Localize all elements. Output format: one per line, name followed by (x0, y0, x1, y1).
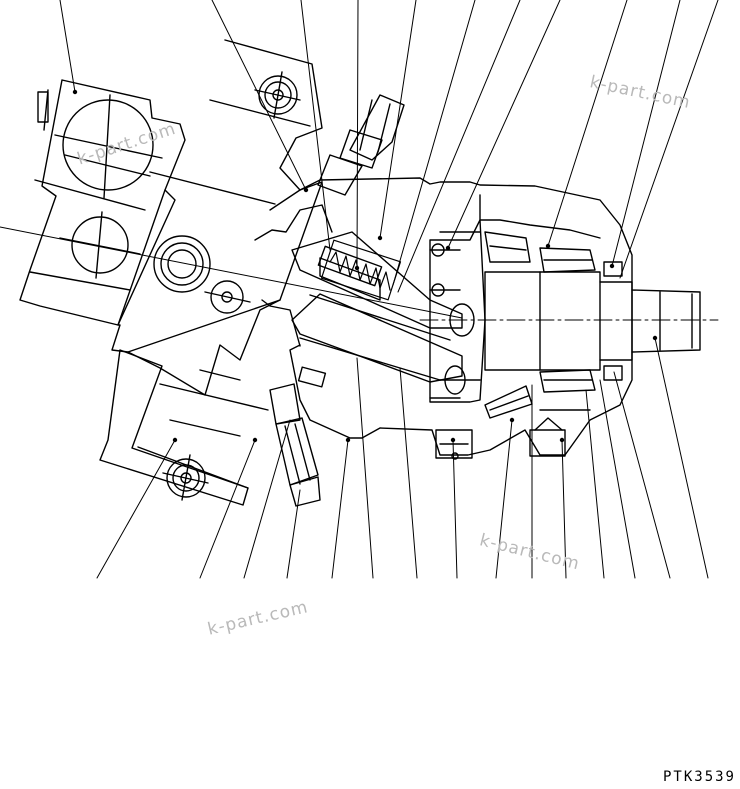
relief-valve-lower (270, 384, 320, 506)
drain-plug (436, 418, 565, 459)
bearing-lower (485, 370, 595, 418)
valve-housing (20, 40, 322, 505)
output-shaft (420, 262, 718, 380)
relief-valve-upper (318, 95, 404, 195)
bolt-heads (163, 72, 300, 500)
leader-dots (72, 89, 658, 443)
leader-lines-bottom (97, 338, 708, 578)
bearing-upper (485, 232, 595, 272)
valve-plate (430, 220, 485, 402)
housing-bores (55, 95, 250, 313)
motor-casing (255, 178, 632, 455)
spring-coil (322, 240, 401, 300)
drawing-code: PTK3539 (662, 769, 736, 785)
leader-lines-top (0, 0, 718, 318)
